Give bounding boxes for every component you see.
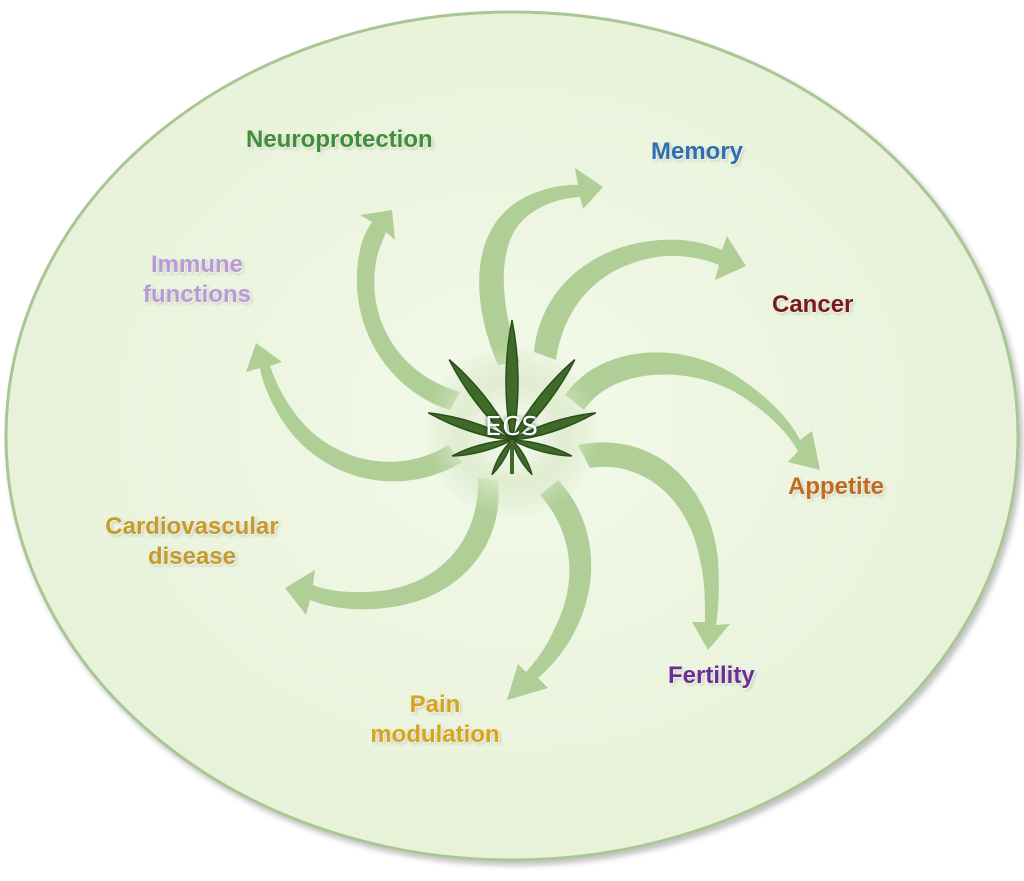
arrow-fertility bbox=[578, 442, 730, 650]
label-immune-line-1: Immune bbox=[150, 251, 243, 278]
label-memory: Memory bbox=[651, 137, 743, 167]
label-memory-line: Memory bbox=[651, 138, 744, 165]
label-cardio-line-2: disease bbox=[147, 543, 237, 570]
label-fertility: Fertility bbox=[668, 661, 755, 691]
label-pain-line-1: Pain bbox=[409, 691, 461, 718]
cannabis-leaf-icon bbox=[427, 319, 597, 476]
arrow-cardio bbox=[285, 478, 499, 615]
label-cardio-line-1: Cardiovascular bbox=[105, 513, 279, 540]
label-cancer-line: Cancer bbox=[772, 291, 854, 318]
label-pain-modulation: Pain modulation bbox=[360, 690, 510, 750]
arrow-cancer bbox=[534, 236, 746, 360]
label-fertility-line: Fertility bbox=[668, 662, 755, 689]
arrow-appetite bbox=[565, 352, 820, 470]
label-appetite-line: Appetite bbox=[788, 473, 884, 500]
arrow-memory bbox=[479, 168, 603, 365]
arrow-pain bbox=[507, 480, 592, 700]
label-neuroprotection: Neuroprotection bbox=[246, 125, 433, 155]
arrow-neuro bbox=[356, 210, 460, 410]
label-appetite: Appetite bbox=[788, 472, 884, 502]
label-immune-line-2: functions bbox=[143, 281, 251, 308]
label-immune-functions: Immune functions bbox=[132, 250, 262, 310]
label-cancer: Cancer bbox=[772, 290, 853, 320]
label-pain-line-2: modulation bbox=[370, 721, 500, 748]
label-neuroprotection-line: Neuroprotection bbox=[246, 126, 433, 153]
ecs-center-label: ECS bbox=[484, 412, 540, 442]
label-cardiovascular-disease: Cardiovascular disease bbox=[92, 512, 292, 572]
